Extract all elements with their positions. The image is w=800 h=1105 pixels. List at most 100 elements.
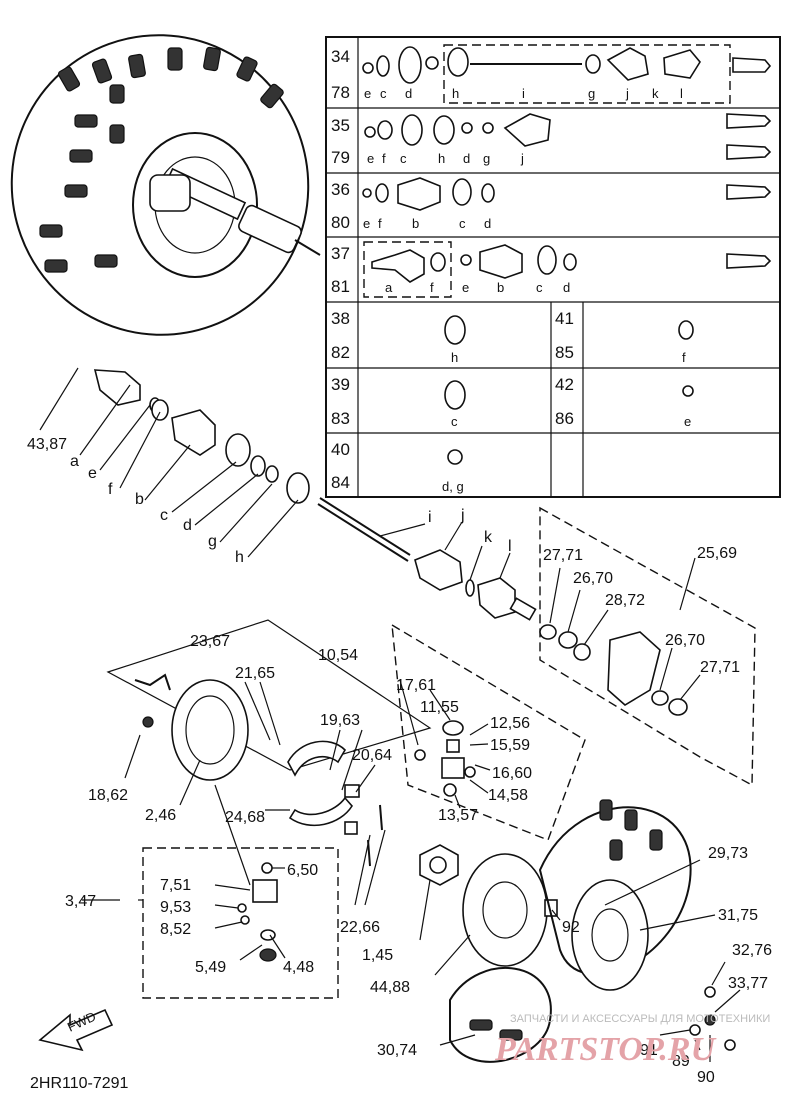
row42-top: 42 <box>555 375 574 394</box>
row37-bottom: 81 <box>331 277 350 296</box>
row34-top: 34 <box>331 47 350 66</box>
row38-top: 38 <box>331 309 350 328</box>
caliper-detail: 10,54 17,61 11,55 12,56 15,59 16,60 14,5… <box>318 623 586 841</box>
label-i: i <box>428 509 432 526</box>
watermark-brand: PARTSTOP.RU <box>494 1031 718 1068</box>
label-11-55: 11,55 <box>420 699 459 716</box>
row34-letter-g: g <box>588 86 595 101</box>
label-f: f <box>108 481 113 498</box>
row35-bottom: 79 <box>331 148 350 167</box>
label-24-68: 24,68 <box>225 809 265 826</box>
row35-top: 35 <box>331 116 350 135</box>
fwd-arrow-icon: FWD <box>38 1009 114 1052</box>
label-27-71-b: 27,71 <box>700 659 740 676</box>
label-33-77: 33,77 <box>728 975 768 992</box>
label-8-52: 8,52 <box>160 921 191 938</box>
label-20-64: 20,64 <box>352 747 392 764</box>
row42-bottom: 86 <box>555 409 574 428</box>
label-2-46: 2,46 <box>145 807 176 824</box>
label-5-49: 5,49 <box>195 959 226 976</box>
label-26-70-b: 26,70 <box>665 632 705 649</box>
row38-letter: h <box>451 350 458 365</box>
label-d: d <box>183 517 192 534</box>
label-89: 89 <box>672 1053 690 1070</box>
label-31-75: 31,75 <box>718 907 758 924</box>
label-3-47: 3,47 <box>65 893 96 910</box>
row41-letter: f <box>682 350 686 365</box>
label-23-67: 23,67 <box>190 633 230 650</box>
row36-letter-e: e <box>363 216 370 231</box>
label-91: 91 <box>640 1042 658 1059</box>
row41-top: 41 <box>555 309 574 328</box>
label-h: h <box>235 549 244 566</box>
row34-letter-j: j <box>625 86 629 101</box>
label-9-53: 9,53 <box>160 899 191 916</box>
row34-letter-h: h <box>452 86 459 101</box>
label-17-61: 17,61 <box>396 677 436 694</box>
row42-letter: e <box>684 414 691 429</box>
row37-letter-e: e <box>462 280 469 295</box>
label-90: 90 <box>697 1069 715 1086</box>
label-g: g <box>208 533 217 550</box>
label-k: k <box>484 529 493 546</box>
label-e: e <box>88 465 97 482</box>
row35-letter-d: d <box>463 151 470 166</box>
row34-letter-l: l <box>680 86 683 101</box>
knuckle-group: 25,69 27,71 26,70 28,72 26,70 27,71 <box>539 506 756 787</box>
row41-bottom: 85 <box>555 343 574 362</box>
label-19-63: 19,63 <box>320 712 360 729</box>
row34-letter-c: c <box>380 86 387 101</box>
label-l: l <box>508 538 512 555</box>
label-32-76: 32,76 <box>732 942 772 959</box>
row34-letter-i: i <box>522 86 525 101</box>
label-18-62: 18,62 <box>88 787 128 804</box>
label-14-58: 14,58 <box>488 787 528 804</box>
label-j: j <box>460 507 465 524</box>
row35-letter-g: g <box>483 151 490 166</box>
label-a: a <box>70 453 79 470</box>
row37-top: 37 <box>331 244 350 263</box>
row39-bottom: 83 <box>331 409 350 428</box>
brake-assembly: 23,67 21,65 19,63 20,64 18,62 2,46 24,68… <box>88 619 432 936</box>
label-30-74: 30,74 <box>377 1042 417 1059</box>
row34-bottom: 78 <box>331 83 350 102</box>
wheel-axle-illustration <box>10 34 321 336</box>
row35-letter-c: c <box>400 151 407 166</box>
label-13-57: 13,57 <box>438 807 478 824</box>
parts-table: 34 78 35 79 36 80 37 81 38 82 41 85 39 8… <box>325 36 781 498</box>
label-6-50: 6,50 <box>287 862 318 879</box>
label-4-48: 4,48 <box>283 959 314 976</box>
row37-letter-b: b <box>497 280 504 295</box>
cv-joint-explode: 43,87 a e f b c d g h <box>27 367 310 566</box>
hub-and-wheel: 1,45 44,88 92 29,73 31,75 32,76 33,77 30… <box>362 799 772 1086</box>
label-b: b <box>135 491 144 508</box>
diagram-code: 2HR110-7291 <box>30 1075 129 1092</box>
label-27-71-a: 27,71 <box>543 547 583 564</box>
row35-letter-f: f <box>382 151 386 166</box>
wheel-cylinder-detail: 3,47 7,51 6,50 9,53 8,52 5,49 4,48 <box>65 784 339 999</box>
label-7-51: 7,51 <box>160 877 191 894</box>
watermark: ЗАПЧАСТИ И АКСЕССУАРЫ ДЛЯ МОТОТЕХНИКИ PA… <box>494 1013 770 1068</box>
row34-letter-k: k <box>652 86 659 101</box>
label-10-54: 10,54 <box>318 647 358 664</box>
row36-bottom: 80 <box>331 213 350 232</box>
label-21-65: 21,65 <box>235 665 275 682</box>
label-1-45: 1,45 <box>362 947 393 964</box>
label-44-88: 44,88 <box>370 979 410 996</box>
row37-letter-f: f <box>430 280 434 295</box>
row36-letter-f: f <box>378 216 382 231</box>
label-12-56: 12,56 <box>490 715 530 732</box>
row37-letter-c: c <box>536 280 543 295</box>
row39-top: 39 <box>331 375 350 394</box>
row36-letter-b: b <box>412 216 419 231</box>
label-25-69: 25,69 <box>697 545 737 562</box>
row36-top: 36 <box>331 180 350 199</box>
label-22-66: 22,66 <box>340 919 380 936</box>
watermark-tagline: ЗАПЧАСТИ И АКСЕССУАРЫ ДЛЯ МОТОТЕХНИКИ <box>510 1013 770 1025</box>
row34-letter-e: e <box>364 86 371 101</box>
row34-letter-d: d <box>405 86 412 101</box>
row35-letter-e: e <box>367 151 374 166</box>
label-c: c <box>160 507 168 524</box>
label-43-87: 43,87 <box>27 436 67 453</box>
